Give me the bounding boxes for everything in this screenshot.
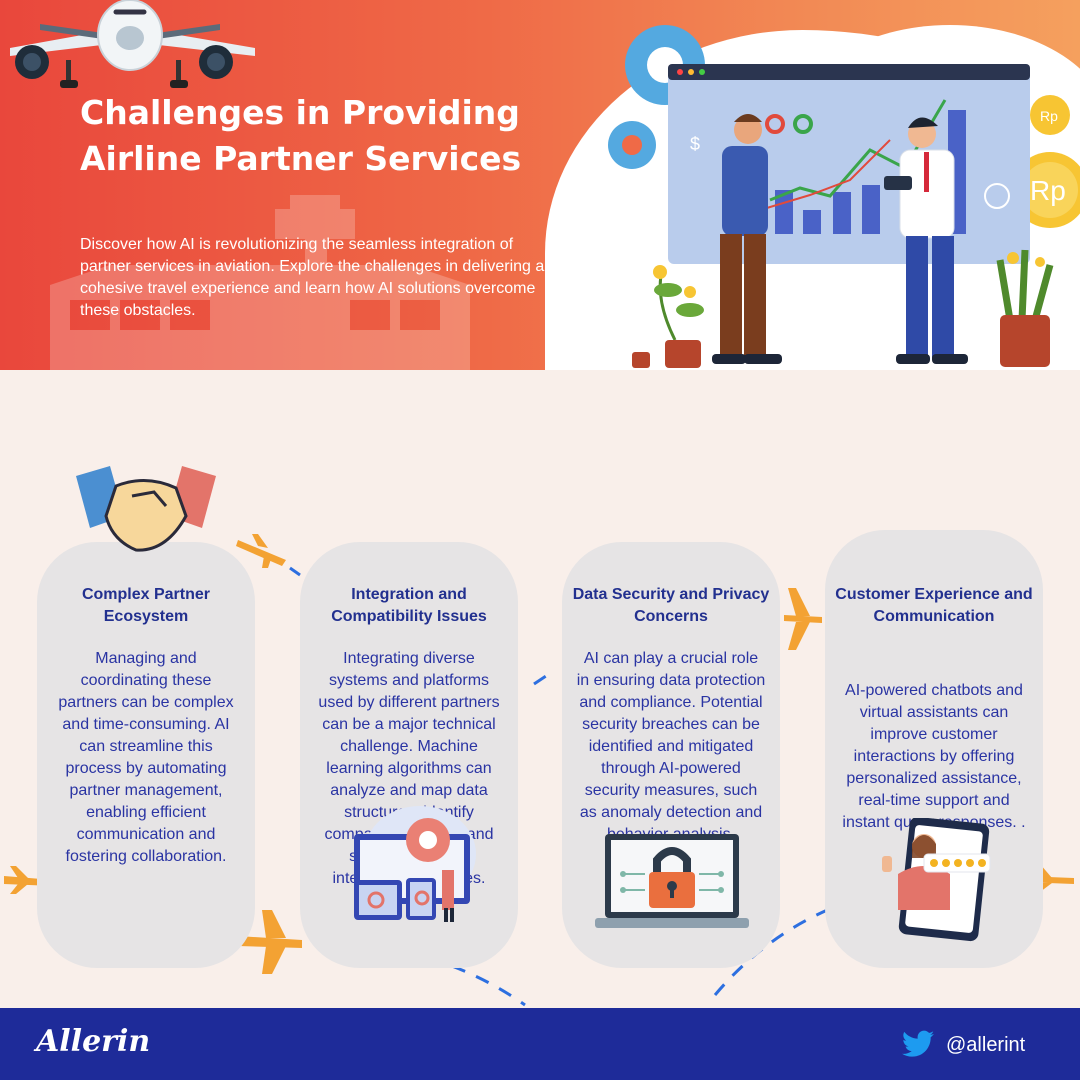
challenges-section: Complex Partner Ecosystem Managing and c…: [0, 370, 1080, 1010]
twitter-handle[interactable]: @allerint: [946, 1034, 1026, 1056]
airport-building-icon: AIRPORT: [50, 195, 470, 370]
airplane-icon-4: [784, 588, 822, 650]
airport-sign: AIRPORT: [145, 265, 225, 285]
card-integration-compatibility: Integration and Compatibility Issues Int…: [300, 542, 518, 968]
handshake-icon: [76, 466, 216, 552]
gear-icon-small: [608, 121, 656, 169]
airplane-top-icon: [10, 0, 255, 88]
page-subtitle: Discover how AI is revolutionizing the s…: [80, 236, 545, 319]
card-customer-experience: Customer Experience and Communication AI…: [825, 530, 1043, 968]
footer-bar: Allerin @allerint: [0, 1008, 1080, 1080]
airplane-icon-1: [236, 534, 286, 568]
plant-pot-right: [996, 249, 1054, 367]
airplane-icon-3: [238, 910, 302, 974]
card-body: AI can play a crucial role in ensuring d…: [576, 650, 766, 843]
svg-text:Rp: Rp: [1040, 108, 1058, 124]
brand-logo[interactable]: Allerin: [36, 1024, 151, 1059]
card-title: Data Security and Privacy Concerns: [572, 586, 770, 625]
business-meeting-illustration: Rp Rp $: [608, 25, 1080, 368]
card-title: Customer Experience and Communication: [835, 586, 1033, 625]
hero-banner: AIRPORT Challenges in Providing Airline …: [0, 0, 1080, 370]
svg-text:Rp: Rp: [1030, 175, 1066, 206]
title-line-1: Challenges in Providing: [80, 93, 520, 132]
svg-text:$: $: [690, 134, 700, 154]
integration-devices-icon: [354, 806, 476, 922]
customer-review-icon: [882, 818, 991, 942]
card-title: Complex Partner Ecosystem: [81, 586, 211, 625]
card-body: Managing and coordinating these partners…: [58, 650, 234, 865]
page-title: Challenges in Providing Airline Partner …: [80, 90, 580, 182]
padlock-laptop-icon: [595, 834, 749, 928]
card-title: Integration and Compatibility Issues: [331, 586, 487, 625]
plant-pot-left: [632, 265, 704, 368]
card-body: AI-powered chatbots and virtual assistan…: [842, 682, 1026, 831]
card-data-security-privacy: Data Security and Privacy Concerns AI ca…: [562, 542, 780, 968]
title-line-2: Airline Partner Services: [80, 139, 522, 178]
twitter-icon[interactable]: [902, 1030, 934, 1058]
card-complex-partner-ecosystem: Complex Partner Ecosystem Managing and c…: [37, 542, 255, 968]
